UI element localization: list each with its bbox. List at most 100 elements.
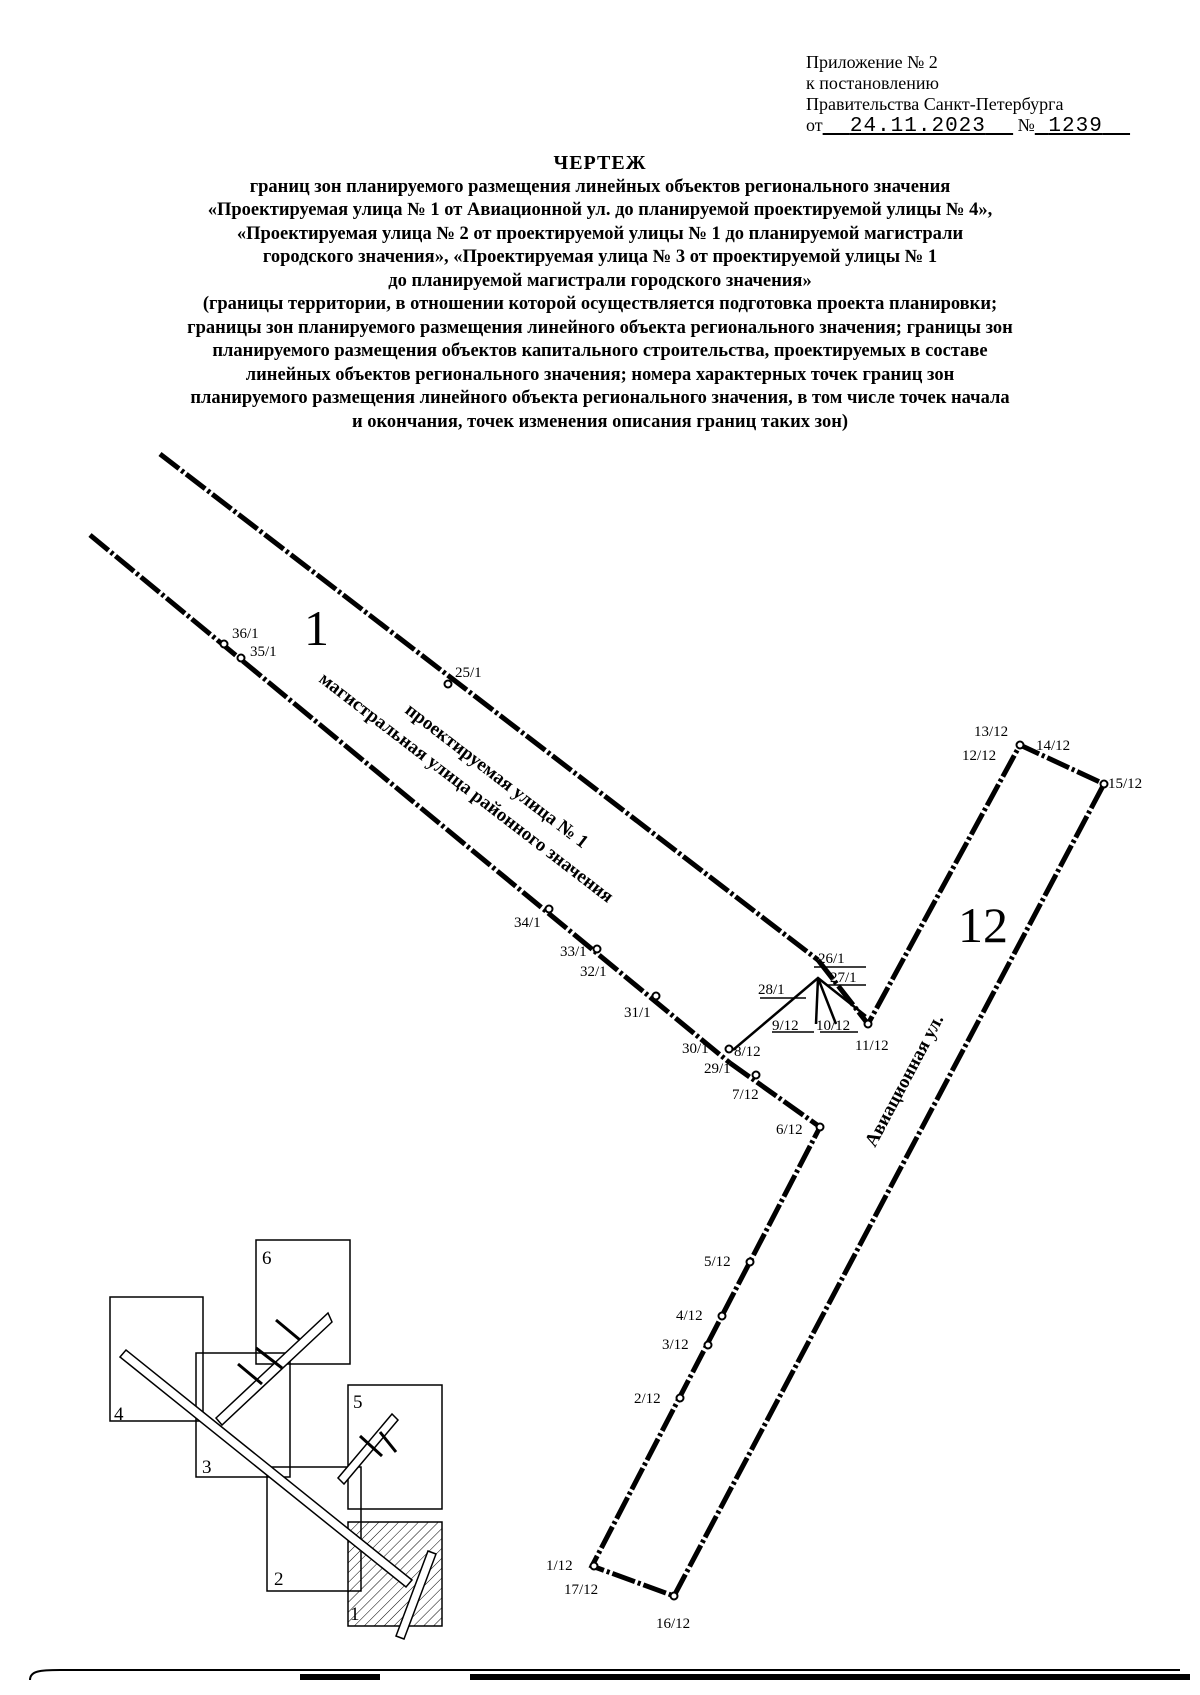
header-line: планируемого размещения линейного объект…: [190, 388, 1010, 408]
key-map-label-2: 2: [274, 1569, 284, 1590]
point-label: 32/1: [580, 964, 607, 980]
subzone-line-10: [816, 977, 838, 1025]
point-marker-4-12: [717, 1311, 727, 1321]
zone-1-boundary: [88, 452, 822, 1130]
key-map-sheet-4: [109, 1296, 204, 1422]
point-label: 7/12: [732, 1087, 759, 1103]
point-marker-31-1: [651, 991, 661, 1001]
key-map-label-5: 5: [353, 1392, 363, 1413]
point-marker-29-1: [724, 1044, 734, 1054]
drawing-title: ЧЕРТЕЖ: [553, 152, 647, 174]
key-map-sheet-5: [347, 1384, 443, 1510]
point-label: 2/12: [634, 1391, 661, 1407]
point-marker-33-1: [592, 944, 602, 954]
zone-1-lower-connector: [728, 1060, 822, 1130]
point-marker-5-12: [745, 1257, 755, 1267]
point-marker-6-12: [815, 1122, 825, 1132]
point-marker-36-1: [219, 639, 229, 649]
point-label: 30/1: [682, 1041, 709, 1057]
subzone-line-9: [814, 977, 820, 1025]
street-1-class-label: магистральная улица районного значения: [315, 668, 617, 907]
point-label: 31/1: [624, 1005, 651, 1021]
key-map-sheet-6: [255, 1239, 351, 1365]
point-labels: 36/1 35/1 25/1 34/1 33/1 32/1 31/1 30/1 …: [232, 626, 1142, 1632]
subzone-triangle: [732, 976, 867, 1051]
point-label: 16/12: [656, 1616, 690, 1632]
appendix-line-3: Правительства Санкт-Петербурга: [806, 94, 1064, 114]
point-label: 27/1: [830, 970, 857, 986]
key-map-streets: [118, 1311, 437, 1640]
zone-1-upper-boundary: [158, 452, 820, 962]
header-line: линейных объектов регионального значения…: [245, 364, 955, 385]
key-map-crossings: [237, 1318, 398, 1458]
header-line: «Проектируемая улица № 2 от проектируемо…: [236, 223, 964, 244]
point-label: 33/1: [560, 944, 587, 960]
key-map-sheet-2: [266, 1466, 362, 1592]
zone-12-outline: [588, 741, 1108, 1600]
point-marker-1-12: [589, 1561, 599, 1571]
point-label: 11/12: [855, 1038, 889, 1054]
point-marker-34-1: [544, 904, 554, 914]
key-map-label-6: 6: [262, 1248, 272, 1269]
appendix-line-1: Приложение № 2: [806, 52, 938, 72]
point-label: 29/1: [704, 1061, 731, 1077]
key-map-label-4: 4: [114, 1404, 124, 1425]
characteristic-points: [219, 639, 1109, 1601]
date-prefix: от: [806, 115, 823, 135]
point-marker-7-12: [751, 1070, 761, 1080]
appendix-block: Приложение № 2 к постановлению Правитель…: [806, 52, 1130, 137]
point-label: 5/12: [704, 1254, 731, 1270]
key-map-label-3: 3: [202, 1457, 212, 1478]
appendix-date-line: от 24.11.2023 № 1239: [806, 115, 1130, 137]
bottom-frame-mark: [470, 1674, 1190, 1680]
header-line: до планируемой магистрали городского зна…: [388, 270, 812, 291]
number-prefix: №: [1017, 115, 1035, 135]
point-label: 28/1: [758, 982, 785, 998]
point-label: 12/12: [962, 748, 996, 764]
subzone-lines: [732, 966, 867, 1051]
point-label: 4/12: [676, 1308, 703, 1324]
point-marker-16-12: [669, 1591, 679, 1601]
point-marker-35-1: [236, 653, 246, 663]
key-map-label-1: 1: [350, 1604, 360, 1625]
point-marker-13-12: [1015, 740, 1025, 750]
point-marker-15-12: [1099, 779, 1109, 789]
header-line: «Проектируемая улица № 1 от Авиационной …: [207, 200, 993, 220]
point-marker-2-12: [675, 1393, 685, 1403]
point-label: 15/12: [1108, 776, 1142, 792]
point-label: 36/1: [232, 626, 259, 642]
point-label: 10/12: [816, 1018, 850, 1034]
bottom-frame-line: [29, 1669, 1180, 1681]
street-1-label: проектируемая улица № 1: [401, 699, 592, 853]
zone-1-number: 1: [304, 600, 329, 656]
point-label: 8/12: [734, 1044, 761, 1060]
key-map-labels: 4 6 3 5 2 1: [114, 1248, 363, 1625]
point-marker-3-12: [703, 1340, 713, 1350]
point-label: 6/12: [776, 1122, 803, 1138]
point-label: 13/12: [974, 724, 1008, 740]
header-line: и окончания, точек изменения описания гр…: [351, 411, 849, 432]
point-label: 9/12: [772, 1018, 799, 1034]
key-map: 4 6 3 5 2 1: [109, 1239, 443, 1640]
point-marker-11-12: [863, 1019, 873, 1029]
bottom-frame-mark: [300, 1674, 380, 1680]
decree-date: 24.11.2023: [849, 115, 986, 138]
point-label: 17/12: [564, 1582, 598, 1598]
point-label: 34/1: [514, 915, 541, 931]
header-line: (границы территории, в отношении которой…: [202, 294, 998, 314]
point-marker-25-1: [443, 679, 453, 689]
point-label: 1/12: [546, 1558, 573, 1574]
zone-1-lower-boundary: [88, 533, 732, 1065]
zone-12-boundary: [588, 741, 1108, 1600]
aviation-street-label: Авиационная ул.: [861, 1011, 948, 1150]
header-line: городского значения», «Проектируемая ули…: [262, 247, 938, 267]
header-line: границы зон планируемого размещения лине…: [187, 317, 1013, 338]
point-label: 3/12: [662, 1337, 689, 1353]
header-line: планируемого размещения объектов капитал…: [212, 341, 988, 361]
header-line: границ зон планируемого размещения линей…: [249, 176, 951, 197]
decree-number: 1239: [1048, 115, 1103, 138]
point-label: 14/12: [1036, 738, 1070, 754]
point-label: 25/1: [455, 665, 482, 681]
zone-12-number: 12: [958, 897, 1008, 953]
